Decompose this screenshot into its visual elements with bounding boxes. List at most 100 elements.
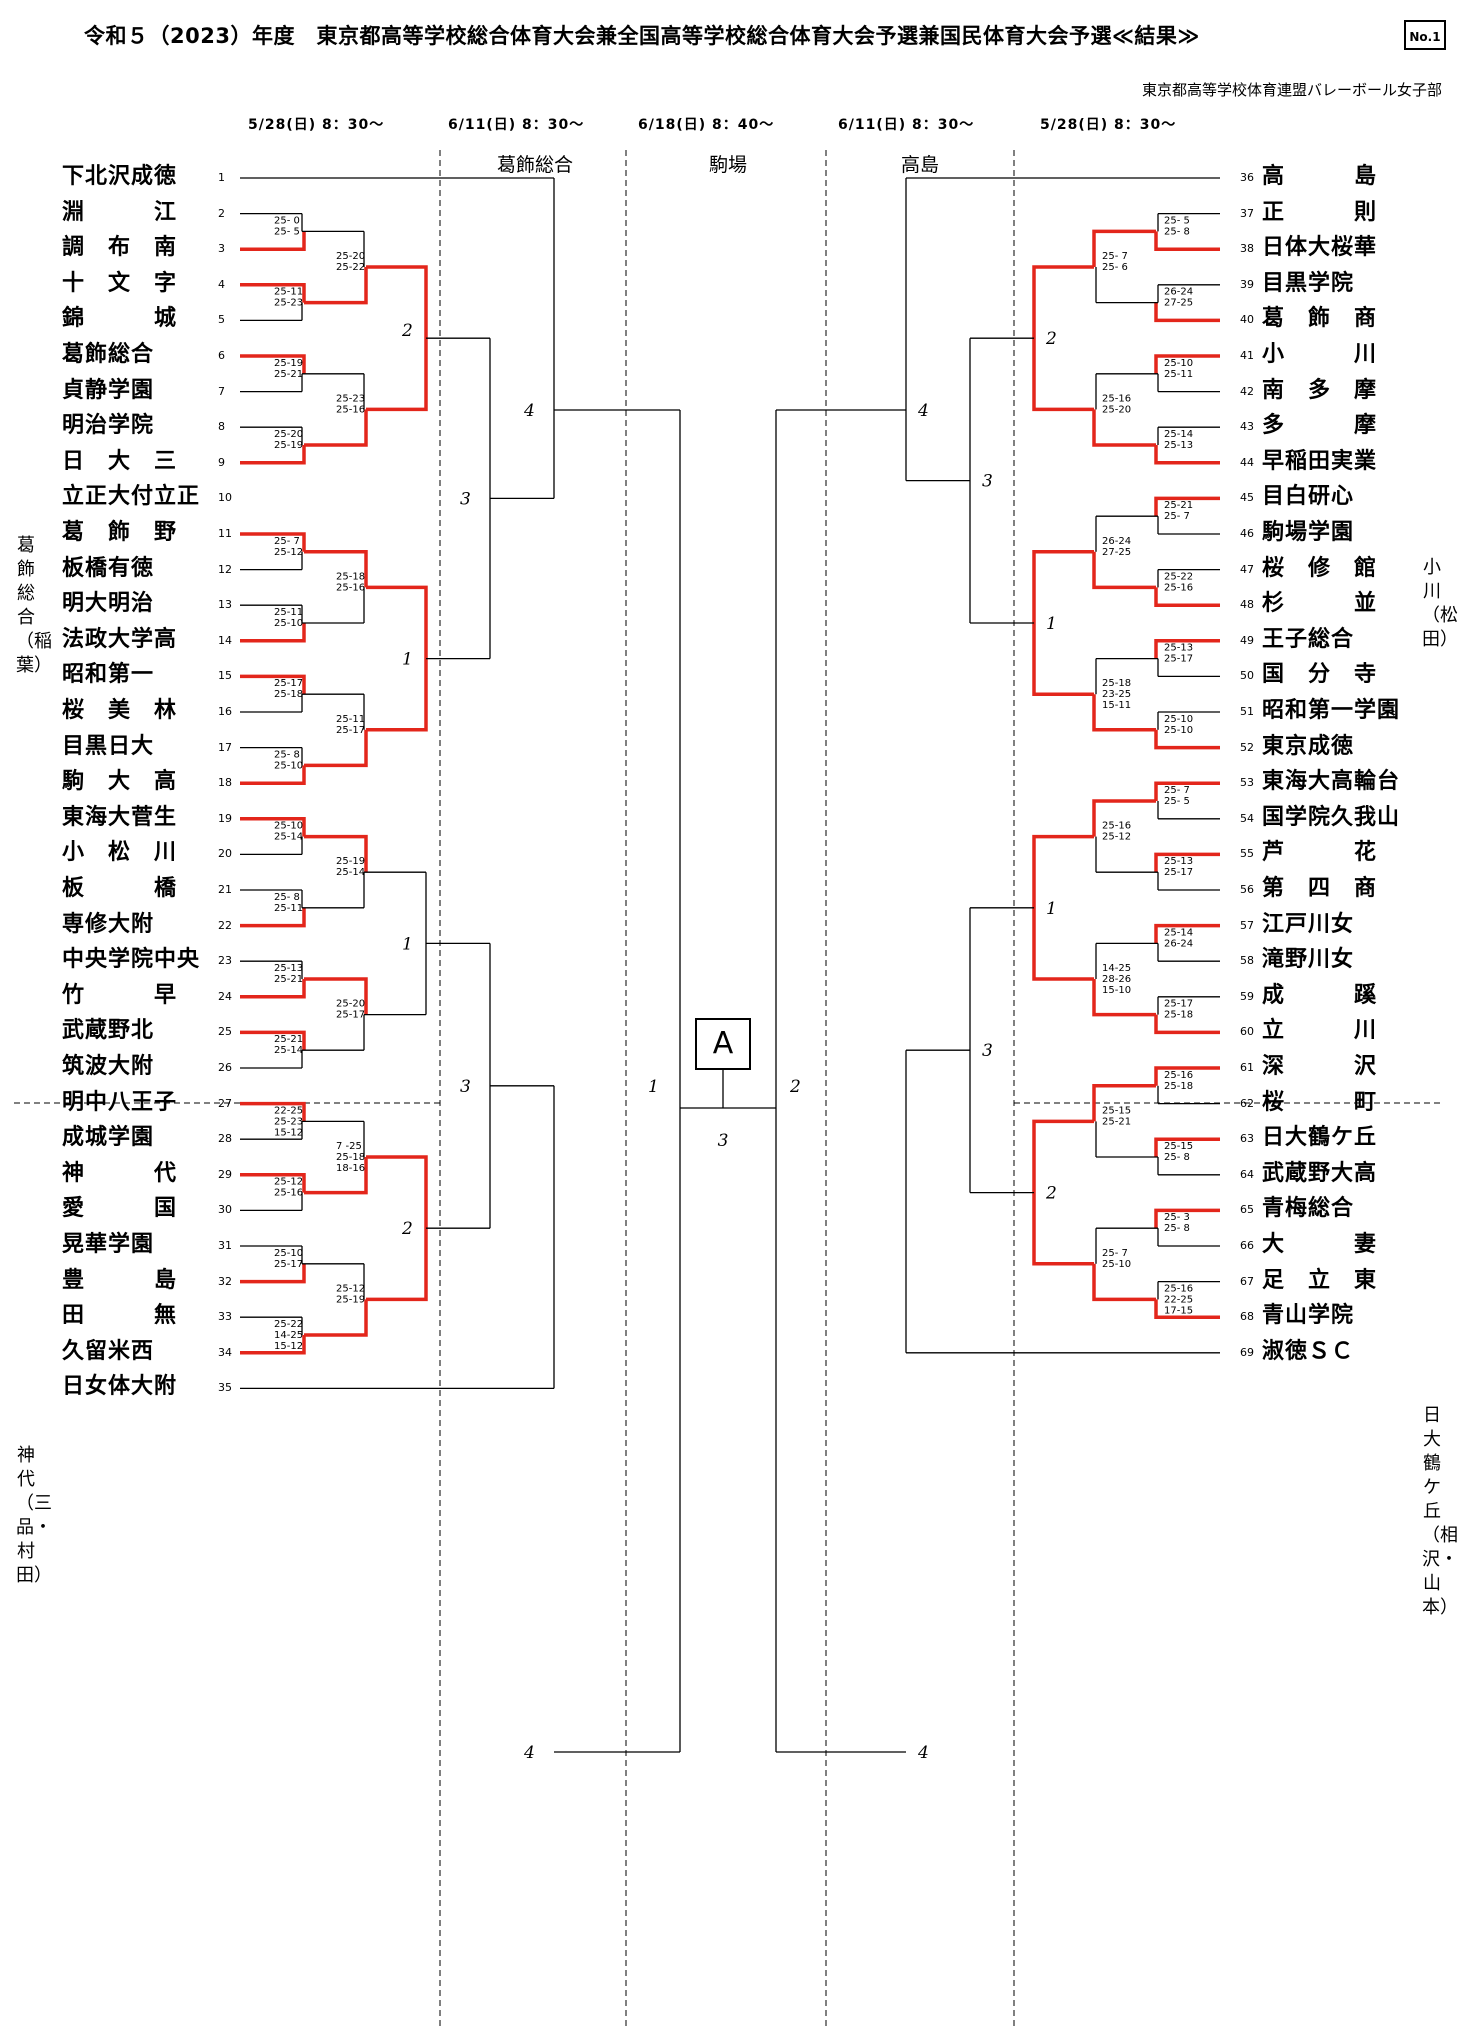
team-name: 晃華学園	[62, 1232, 155, 1257]
match-score: 25- 6	[1102, 262, 1128, 273]
team-number: 23	[218, 954, 232, 968]
match-score: 25-14	[274, 1045, 303, 1056]
team-number: 1	[218, 171, 225, 184]
match-score: 25-10	[274, 821, 303, 832]
match-score: 18-16	[336, 1163, 365, 1174]
team-name: 江戸川女	[1262, 911, 1355, 937]
team-name: 調 布 南	[62, 235, 178, 261]
match-score: 25- 5	[274, 226, 300, 237]
team-name: 南 多 摩	[1262, 377, 1378, 403]
match-score: 25-10	[1164, 725, 1193, 736]
match-score: 25-10	[1164, 714, 1193, 725]
team-number: 9	[218, 455, 225, 469]
winner-path	[1154, 1066, 1220, 1086]
team-number: 10	[218, 491, 232, 505]
winner-path	[240, 623, 306, 643]
team-name: 国 分 寺	[1262, 662, 1378, 688]
round-number: 4	[917, 401, 929, 421]
team-name: 小 川	[1262, 342, 1378, 367]
team-number: 25	[218, 1025, 232, 1039]
match-score: 14-25	[274, 1330, 303, 1341]
team-name: 武蔵野大高	[1262, 1160, 1378, 1186]
winner-path	[240, 817, 306, 837]
winner-path	[1092, 551, 1156, 590]
round-number: 1	[1046, 899, 1057, 919]
winner-path	[240, 231, 306, 251]
match-score: 25-21	[1102, 1116, 1131, 1127]
winner-path	[1154, 852, 1220, 873]
team-name: 足 立 東	[1262, 1267, 1378, 1293]
team-number: 43	[1240, 420, 1254, 434]
match-score: 25-17	[1164, 867, 1193, 878]
team-name: 明治学院	[62, 413, 155, 439]
match-score: 25-11	[274, 607, 303, 618]
match-score: 25-17	[274, 1259, 303, 1270]
match-score: 25-22	[1164, 571, 1193, 582]
winner-path	[1092, 409, 1156, 447]
match-score: 25-17	[1164, 999, 1193, 1010]
winner-path	[1032, 834, 1094, 981]
winner-path	[1154, 302, 1220, 323]
team-number: 38	[1240, 242, 1254, 256]
winner-path	[1154, 639, 1220, 659]
team-number: 34	[218, 1345, 232, 1359]
team-number: 42	[1240, 384, 1254, 398]
winner-path	[304, 550, 368, 588]
team-number: 65	[1240, 1203, 1254, 1217]
team-name: 久留米西	[62, 1338, 155, 1364]
team-number: 49	[1240, 633, 1254, 647]
round-number: 2	[1045, 329, 1057, 349]
winner-path	[1154, 354, 1220, 374]
team-name: 専修大附	[62, 911, 155, 937]
team-name: 日大鶴ケ丘	[1262, 1125, 1378, 1151]
match-score: 25-21	[274, 974, 303, 985]
match-score: 15-11	[1102, 700, 1131, 711]
team-name: 板橋有徳	[62, 555, 155, 581]
team-number: 3	[218, 242, 225, 256]
match-score: 25-21	[274, 369, 303, 380]
match-score: 25- 7	[1102, 251, 1128, 262]
winner-path	[1092, 694, 1156, 732]
team-name: 目白研心	[1262, 484, 1355, 510]
winner-path	[1092, 229, 1156, 267]
match-score: 25-20	[274, 429, 303, 440]
team-name: 法政大学高	[62, 626, 178, 652]
winner-path	[304, 267, 368, 305]
schedule-round2-right: 6/11(日) 8：30～	[838, 117, 975, 133]
team-name: 東海大菅生	[62, 804, 178, 830]
match-score: 25-10	[1164, 358, 1193, 369]
match-score: 25-16	[336, 404, 365, 415]
winner-path	[240, 445, 306, 465]
winner-path	[1154, 231, 1220, 251]
match-score: 25-15	[1164, 1141, 1193, 1152]
winner-path	[1154, 1208, 1220, 1229]
match-score: 25-11	[274, 903, 303, 914]
match-score: 14-25	[1102, 963, 1131, 974]
match-score: 25-22	[336, 262, 365, 273]
team-name: 葛 飾 商	[1262, 306, 1378, 332]
team-name: 日体大桜華	[1262, 235, 1378, 261]
match-score: 25-10	[274, 1248, 303, 1259]
team-name: 昭和第一学園	[1262, 698, 1401, 723]
match-score: 25-18	[1164, 1081, 1193, 1092]
winner-path	[240, 1101, 306, 1122]
team-name: 明大明治	[62, 591, 155, 617]
match-score: 25-12	[1102, 832, 1131, 843]
team-name: 中央学院中央	[62, 947, 201, 973]
team-number: 26	[218, 1061, 232, 1074]
winner-path	[1092, 979, 1156, 1017]
winner-path	[366, 265, 428, 412]
team-number: 57	[1240, 918, 1254, 932]
match-score: 25-22	[274, 1319, 303, 1330]
round-number: 1	[648, 1077, 659, 1097]
team-name: 武蔵野北	[62, 1018, 155, 1044]
page-title: 令和５（2023）年度 東京都高等学校総合体育大会兼全国高等学校総合体育大会予選…	[84, 24, 1200, 48]
match-score: 25- 8	[1164, 1223, 1190, 1234]
winner-path	[304, 1157, 368, 1195]
team-name: 昭和第一	[62, 662, 155, 688]
match-score: 25-20	[1102, 404, 1131, 415]
match-score: 25-10	[1102, 1259, 1131, 1270]
team-number: 16	[218, 705, 232, 718]
team-number: 46	[1240, 527, 1254, 540]
round-number: 4	[917, 1743, 929, 1763]
